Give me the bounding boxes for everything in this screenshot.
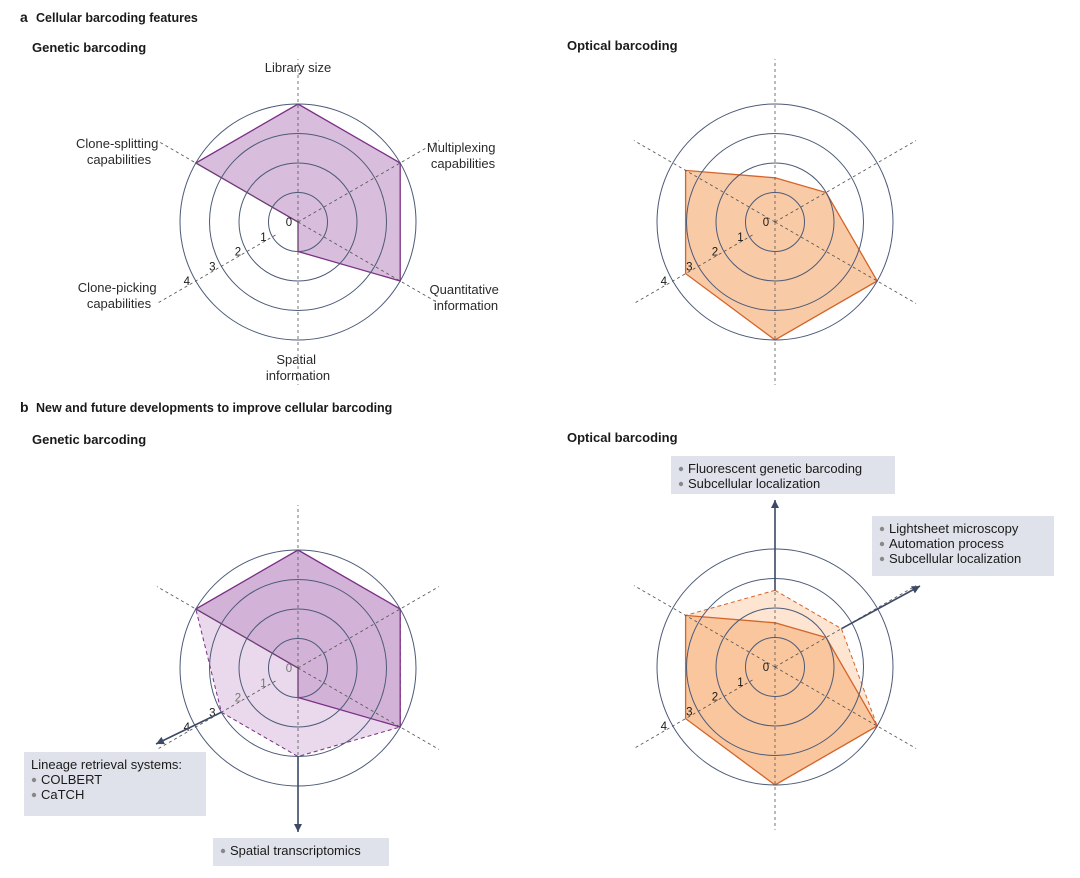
tick-label: 3 (686, 706, 692, 718)
tick-label: 1 (260, 678, 266, 690)
tick-label: 1 (260, 232, 266, 244)
bullet-dot (879, 556, 885, 562)
grid-ring-3 (209, 133, 387, 311)
tick-label: 1 (737, 677, 743, 689)
axis-label-multiplexing-line2: capabilities (431, 156, 496, 171)
callout-line: COLBERT (41, 772, 102, 787)
chart-a-optical-title: Optical barcoding (567, 38, 678, 53)
callout-line: Automation process (889, 536, 1004, 551)
axis-label-library-size: Library size (265, 60, 331, 75)
callout-line: CaTCH (41, 787, 84, 802)
chart-b-genetic-title: Genetic barcoding (32, 432, 146, 447)
tick-label: 4 (184, 276, 191, 288)
panel-a-title: Cellular barcoding features (36, 11, 198, 25)
axis-label-quantitative-line2: information (434, 298, 498, 313)
axis-label-clone-picking-line1: Clone-picking (78, 280, 157, 295)
callout-arrowhead (156, 736, 165, 745)
tick-label: 2 (235, 247, 241, 259)
bullet-dot (879, 526, 885, 532)
axis-label-clone-picking-line2: capabilities (87, 296, 152, 311)
tick-label: 2 (235, 693, 241, 705)
bullet-dot (678, 481, 684, 487)
axis-label-multiplexing: Multiplexing capabilities (427, 140, 499, 171)
tick-label: 0 (763, 217, 769, 229)
bullet-dot (678, 466, 684, 472)
grid-ring-2 (715, 607, 835, 727)
tick-label: 3 (209, 261, 215, 273)
tick-label: 2 (712, 247, 718, 259)
callout-line: Spatial transcriptomics (230, 843, 361, 858)
chart-a-genetic-title: Genetic barcoding (32, 40, 146, 55)
radar-chart-2: 0 1 2 3 4 (633, 59, 917, 385)
grid-ring-1 (745, 637, 805, 697)
axis-label-clone-splitting-line2: capabilities (87, 152, 152, 167)
tick-label: 0 (763, 662, 769, 674)
panel-b-title: New and future developments to improve c… (36, 401, 392, 415)
tick-label: 1 (737, 232, 743, 244)
callout-arrowhead (911, 586, 920, 594)
callout-line: Subcellular localization (889, 551, 1021, 566)
grid-ring-4 (179, 103, 417, 341)
callout-line: Lineage retrieval systems: (31, 757, 182, 772)
tick-label: 4 (661, 276, 668, 288)
tick-label: 3 (209, 707, 215, 719)
axis-label-quantitative: Quantitative information (430, 282, 503, 313)
grid-ring-2 (715, 162, 835, 282)
callout-line: Lightsheet microscopy (889, 521, 1019, 536)
bullet-dot (31, 792, 37, 798)
bullet-dot (220, 848, 226, 854)
tick-label: 0 (286, 663, 292, 675)
callout-line: Subcellular localization (688, 476, 820, 491)
axis-spoke (633, 679, 753, 749)
callout-arrowhead (771, 500, 779, 508)
bullet-dot (31, 777, 37, 783)
callout-line: Fluorescent genetic barcoding (688, 461, 862, 476)
grid-ring-1 (268, 192, 328, 252)
callout-arrowhead (294, 824, 302, 832)
bullet-dot (879, 541, 885, 547)
axis-label-multiplexing-line1: Multiplexing (427, 140, 496, 155)
axis-label-spatial-line2: information (266, 368, 330, 383)
panel-b-letter: b (20, 399, 29, 415)
callout-box (24, 752, 206, 816)
panel-a-letter: a (20, 9, 28, 25)
callout-arrow (155, 711, 222, 745)
grid-ring-4 (656, 103, 894, 341)
axis-label-quantitative-line1: Quantitative (430, 282, 499, 297)
grid-ring-1 (745, 192, 805, 252)
tick-label: 3 (686, 261, 692, 273)
axis-label-clone-picking: Clone-picking capabilities (78, 280, 160, 311)
tick-label: 0 (286, 217, 292, 229)
grid-ring-1 (268, 638, 328, 698)
chart-b-optical-title: Optical barcoding (567, 430, 678, 445)
axis-label-spatial: Spatial information (266, 352, 330, 383)
callout-box (671, 456, 895, 494)
callout-box (213, 838, 389, 866)
tick-label: 4 (661, 721, 668, 733)
axis-spoke (633, 234, 753, 304)
axis-label-spatial-line1: Spatial (276, 352, 316, 367)
tick-label: 2 (712, 692, 718, 704)
grid-ring-2 (238, 608, 358, 728)
axis-spoke (774, 140, 917, 223)
radar-chart-1: 0 1 2 3 4 (156, 59, 440, 385)
axis-label-clone-splitting: Clone-splitting capabilities (76, 136, 162, 167)
grid-ring-2 (238, 162, 358, 282)
callout-box (872, 516, 1054, 576)
callout-arrow (841, 585, 921, 630)
axis-label-clone-splitting-line1: Clone-splitting (76, 136, 158, 151)
axis-spoke (156, 234, 276, 304)
grid-ring-3 (686, 133, 864, 311)
